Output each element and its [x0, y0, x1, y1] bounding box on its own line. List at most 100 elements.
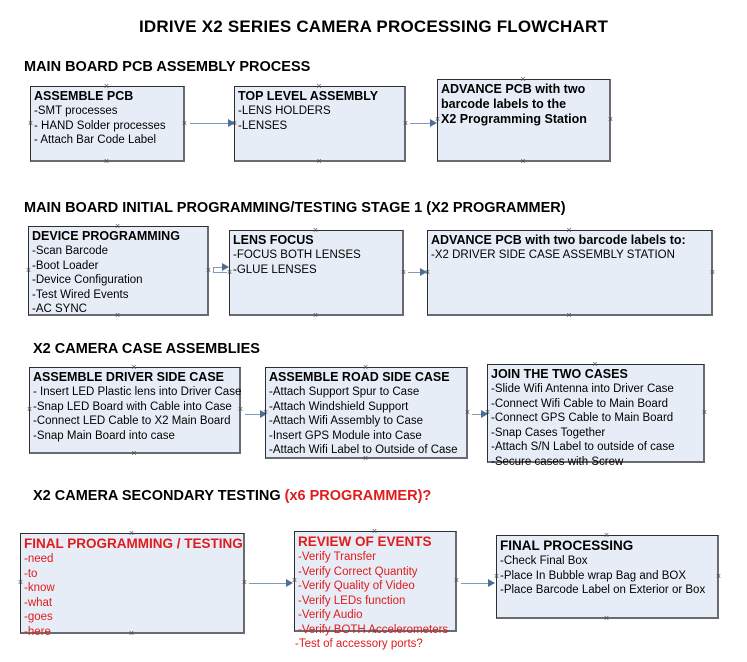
connector-3-2 [472, 414, 486, 415]
node-line: -Snap LED Board with Cable into Case [33, 400, 232, 413]
section-heading-4: X2 CAMERA SECONDARY TESTING (x6 PROGRAMM… [33, 488, 431, 504]
connector-handle-right[interactable] [464, 409, 471, 416]
connector-handle-right[interactable] [400, 269, 407, 276]
connector-handle-right[interactable] [402, 120, 409, 127]
connector-handle-bottom[interactable] [131, 450, 138, 457]
node-device-programming[interactable]: DEVICE PROGRAMMING -Scan Barcode -Boot L… [28, 226, 209, 316]
node-line: -Insert GPS Module into Case [269, 429, 422, 442]
connector-handle-bottom[interactable] [592, 459, 599, 466]
connector-3-1 [245, 414, 265, 415]
connector-handle-right[interactable] [701, 409, 708, 416]
node-assemble-driver-side-case[interactable]: ASSEMBLE DRIVER SIDE CASE - Insert LED P… [29, 367, 241, 454]
connector-handle-top[interactable] [603, 532, 610, 539]
connector-2-2 [408, 272, 424, 273]
connector-handle-bottom[interactable] [566, 312, 573, 319]
node-line: -Place In Bubble wrap Bag and BOX [500, 569, 687, 582]
connector-handle-bottom[interactable] [520, 158, 527, 165]
node-line: -FOCUS BOTH LENSES [233, 249, 361, 261]
node-line: -Verify Quality of Video [298, 580, 415, 592]
node-assemble-pcb[interactable]: ASSEMBLE PCB -SMT processes - HAND Solde… [30, 86, 185, 162]
connector-2-1b [213, 267, 214, 273]
connector-handle-bottom[interactable] [362, 455, 369, 462]
node-line: -need [24, 553, 54, 565]
section-heading-3-text: X2 CAMERA CASE ASSEMBLIES [33, 341, 260, 357]
connector-handle-left[interactable] [17, 579, 24, 586]
connector-handle-top[interactable] [316, 83, 323, 90]
node-line: -Boot Loader [32, 259, 99, 272]
arrowhead-icon [430, 119, 437, 127]
connector-handle-left[interactable] [291, 577, 298, 584]
connector-handle-bottom[interactable] [371, 628, 378, 635]
connector-handle-right[interactable] [607, 116, 614, 123]
connector-handle-left[interactable] [493, 573, 500, 580]
node-title: TOP LEVEL ASSEMBLY [238, 89, 379, 103]
connector-handle-top[interactable] [520, 76, 527, 83]
connector-handle-bottom[interactable] [103, 158, 110, 165]
node-line-overflow: -Test of accessory ports? [295, 638, 423, 650]
node-advance-pcb-programming-station[interactable]: ADVANCE PCB with two barcode labels to t… [437, 79, 611, 162]
connector-handle-right[interactable] [709, 269, 716, 276]
connector-handle-right[interactable] [453, 577, 460, 584]
node-title: FINAL PROCESSING [500, 538, 634, 553]
node-line: -AC SYNC [32, 303, 87, 315]
connector-handle-bottom[interactable] [114, 312, 121, 319]
connector-handle-left[interactable] [26, 406, 33, 413]
connector-2-1c [213, 267, 228, 268]
node-final-processing[interactable]: FINAL PROCESSING -Check Final Box -Place… [496, 535, 719, 619]
connector-handle-top[interactable] [114, 223, 121, 230]
section-heading-1-text: MAIN BOARD PCB ASSEMBLY PROCESS [24, 59, 311, 75]
node-line: -LENSES [238, 119, 288, 132]
node-line: -goes [24, 611, 53, 623]
node-line: -here [24, 625, 51, 638]
node-line: -Verify Transfer [298, 551, 376, 563]
node-line: -to [24, 567, 38, 580]
connector-handle-top[interactable] [592, 361, 599, 368]
node-review-of-events[interactable]: REVIEW OF EVENTS -Verify Transfer -Verif… [291, 528, 460, 650]
connector-handle-top[interactable] [131, 364, 138, 371]
connector-handle-right[interactable] [237, 406, 244, 413]
connector-2-1a [213, 272, 227, 273]
node-assemble-road-side-case[interactable]: ASSEMBLE ROAD SIDE CASE -Attach Support … [265, 367, 468, 459]
connector-handle-left[interactable] [25, 267, 32, 274]
connector-handle-left[interactable] [262, 409, 269, 416]
node-title: LENS FOCUS [233, 233, 314, 247]
connector-1-1 [190, 123, 234, 124]
node-line: -Snap Cases Together [491, 426, 606, 439]
connector-1-2 [410, 123, 434, 124]
section-heading-3: X2 CAMERA CASE ASSEMBLIES [33, 341, 260, 357]
node-final-programming-testing[interactable]: FINAL PROGRAMMING / TESTING -need -to -k… [17, 530, 248, 638]
node-title: ADVANCE PCB with two [441, 82, 586, 96]
connector-handle-top[interactable] [371, 528, 378, 535]
connector-handle-left[interactable] [484, 409, 491, 416]
node-title: DEVICE PROGRAMMING [32, 229, 180, 243]
connector-handle-bottom[interactable] [316, 158, 323, 165]
node-line: -Verify Correct Quantity [298, 565, 418, 578]
node-join-the-two-cases[interactable]: JOIN THE TWO CASES -Slide Wifi Antenna i… [484, 361, 708, 468]
connector-handle-right[interactable] [205, 267, 212, 274]
connector-handle-top[interactable] [103, 83, 110, 90]
node-advance-pcb-driver-side[interactable]: ADVANCE PCB with two barcode labels to: … [427, 230, 713, 316]
node-lens-focus[interactable]: LENS FOCUS -FOCUS BOTH LENSES -GLUE LENS… [229, 230, 404, 316]
connector-handle-right[interactable] [715, 573, 722, 580]
connector-handle-right[interactable] [241, 579, 248, 586]
section-heading-2-text: MAIN BOARD INITIAL PROGRAMMING/TESTING S… [24, 200, 566, 216]
connector-handle-right[interactable] [181, 120, 188, 127]
connector-handle-top[interactable] [566, 227, 573, 234]
connector-handle-left[interactable] [226, 269, 233, 276]
connector-handle-bottom[interactable] [312, 312, 319, 319]
connector-handle-bottom[interactable] [603, 615, 610, 622]
connector-handle-left[interactable] [424, 269, 431, 276]
connector-handle-left[interactable] [434, 116, 441, 123]
connector-handle-left[interactable] [231, 120, 238, 127]
connector-handle-bottom[interactable] [128, 630, 135, 637]
arrowhead-icon [222, 263, 229, 271]
connector-handle-left[interactable] [27, 120, 34, 127]
connector-handle-top[interactable] [128, 530, 135, 537]
node-title: JOIN THE TWO CASES [491, 367, 628, 381]
connector-handle-top[interactable] [312, 227, 319, 234]
node-top-level-assembly[interactable]: TOP LEVEL ASSEMBLY -LENS HOLDERS -LENSES [234, 86, 406, 162]
connector-handle-top[interactable] [362, 364, 369, 371]
connector-4-2 [461, 583, 494, 584]
node-line: -X2 DRIVER SIDE CASE ASSEMBLY STATION [431, 249, 675, 261]
node-title: FINAL PROGRAMMING / TESTING [24, 536, 243, 551]
